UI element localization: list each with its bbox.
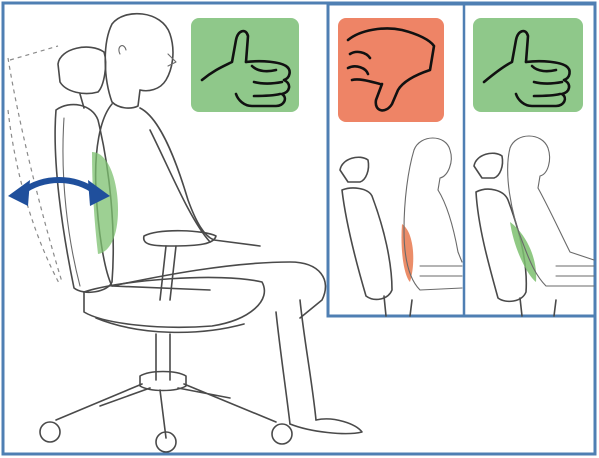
thumbs-down-icon [338, 18, 444, 122]
thumbs-up-icon [473, 18, 583, 112]
thumbs-up-icon [191, 18, 299, 112]
comparison-inset [328, 4, 595, 316]
